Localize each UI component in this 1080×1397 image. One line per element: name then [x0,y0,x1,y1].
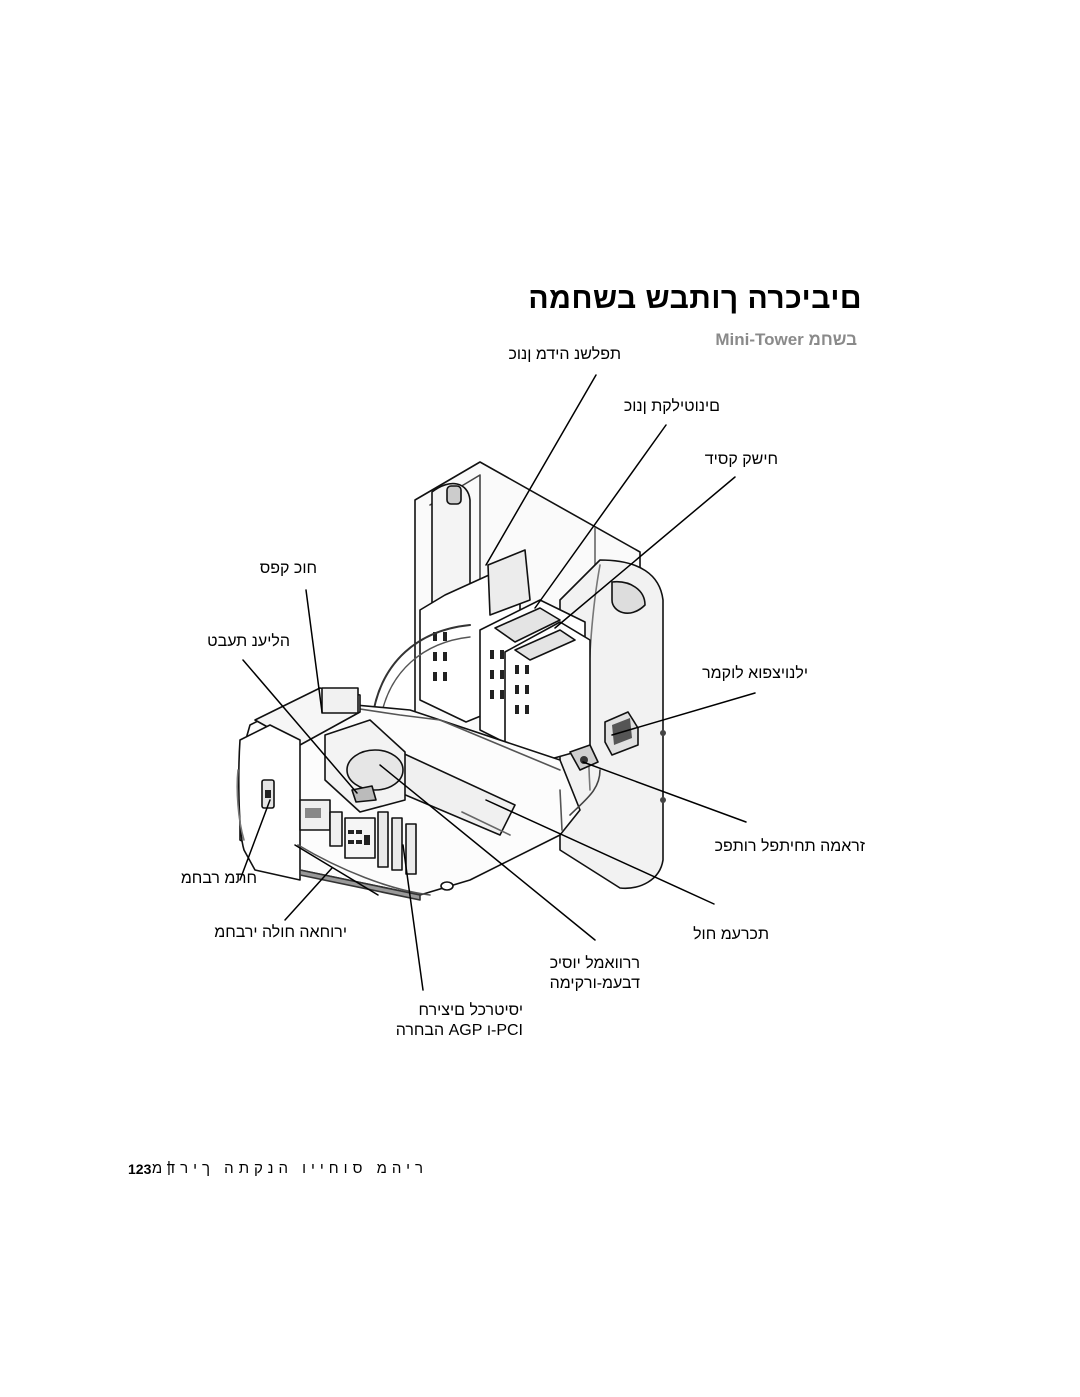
footer-text: ריהמ סוחייו הנקתה ךירדמ [151,1160,428,1177]
label-heat-sink-line2: דבעמ-ורקימה [549,975,640,992]
label-floppy-drive-bay: םינוטילקת ןנוכ [623,398,720,415]
page-number: 123 [128,1161,152,1177]
label-padlock-ring: הליענ תעבט [207,633,290,650]
label-hard-drive: חישק קסיד [704,451,778,468]
label-front-panel-connector: זראמה תחיתפל רותפכ [714,838,865,855]
label-cards: יסיטרכל םיצירח [418,1002,523,1019]
label-heat-sink: ררוואמל יוסיכ [549,955,640,972]
label-cards-line2: PCI-ו AGP הבחרה [395,1022,523,1039]
label-power-supply: חוכ קפס [259,560,317,577]
label-system-board: תכרעמ חול [693,926,769,943]
label-back-panel-connectors: ירוחאה חולה ירבחמ [214,924,347,941]
label-optical-drive-bay: תפלשנ הידמ ןנוכ [508,346,621,363]
footer-separator: | [167,1159,171,1176]
callout-leader-lines [239,374,756,991]
front-panel-switch [559,730,666,831]
page-title: םיביכרה ךותבש בשחמה [528,282,862,315]
label-voltage-switch: חתמ רבחמ [180,870,257,887]
page-subtitle: Mini-Tower בשחמ [715,330,857,349]
label-speaker: ילנויצפוא לוקמר [702,665,808,682]
